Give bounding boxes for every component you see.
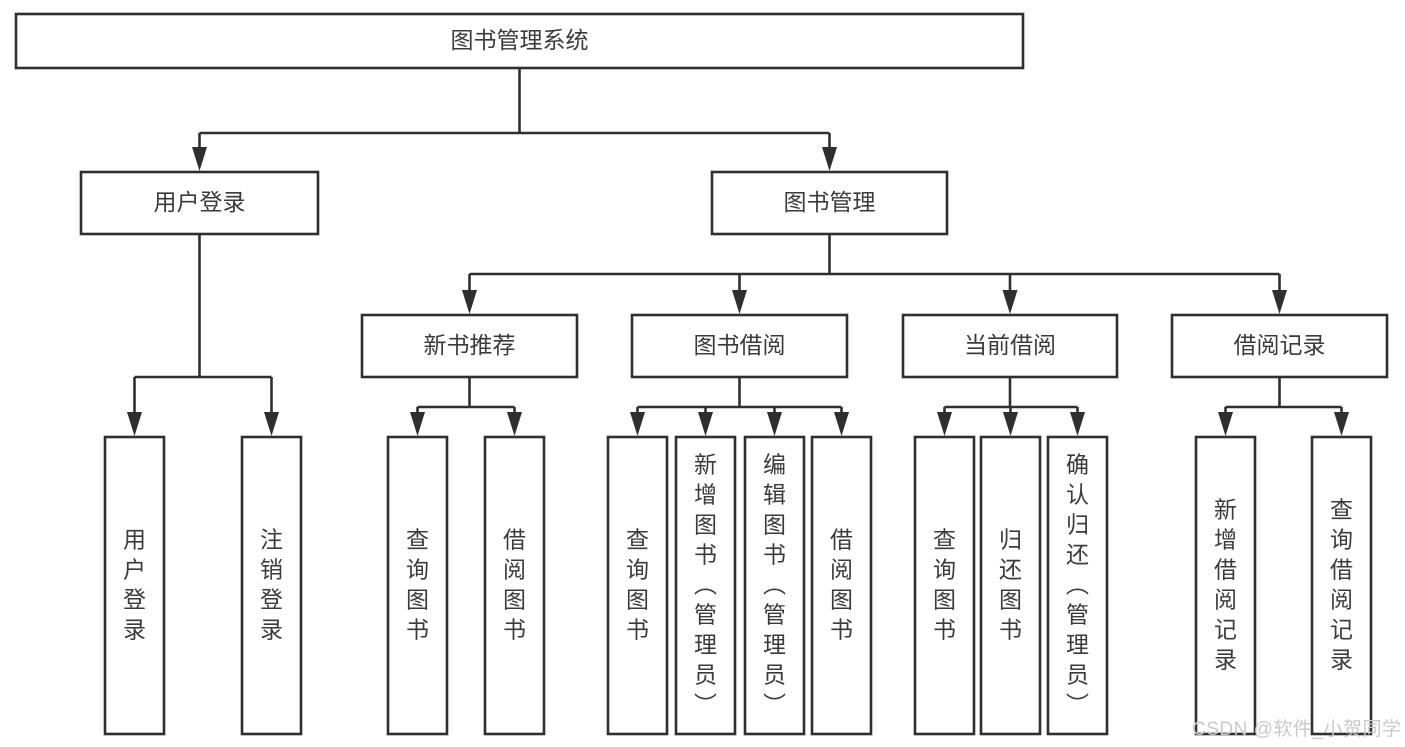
connector-group-borrow-record [1218, 377, 1349, 436]
arrow-head-icon [507, 412, 522, 436]
node-label-new-book-rec: 新书推荐 [424, 332, 516, 358]
node-label-leaf-user-login: 用户登录 [123, 527, 146, 643]
node-leaf-add-record[interactable]: 新增借阅记录 [1194, 435, 1257, 736]
node-label-leaf-query-record: 查询借阅记录 [1330, 497, 1353, 673]
node-box-leaf-return-book[interactable] [979, 435, 1042, 736]
arrow-head-icon [1003, 412, 1018, 436]
node-leaf-logout[interactable]: 注销登录 [240, 435, 303, 736]
node-label-current-borrow: 当前借阅 [964, 332, 1056, 358]
node-leaf-borrow-book-rec[interactable]: 借阅图书 [483, 435, 546, 736]
arrow-head-icon [1002, 290, 1018, 314]
arrow-head-icon [732, 290, 747, 314]
node-box-leaf-query-book-bb[interactable] [606, 435, 669, 736]
node-new-book-rec[interactable]: 新书推荐 [360, 313, 579, 379]
connector-group-user-login [127, 234, 279, 436]
node-label-leaf-add-book: 新增图书︵管理员︶ [694, 452, 717, 718]
node-label-leaf-query-book-rec: 查询图书 [406, 527, 429, 643]
node-label-leaf-logout: 注销登录 [260, 527, 283, 643]
node-box-leaf-query-book-cb[interactable] [913, 435, 976, 736]
node-box-user-login[interactable] [79, 170, 320, 236]
node-label-borrow-record: 借阅记录 [1234, 332, 1326, 358]
node-leaf-user-login[interactable]: 用户登录 [103, 435, 166, 736]
node-box-leaf-logout[interactable] [240, 435, 303, 736]
arrow-head-icon [834, 412, 849, 436]
node-label-leaf-confirm-return: 确认归还︵管理员︶ [1066, 452, 1089, 718]
arrow-head-icon [698, 412, 713, 436]
node-label-leaf-return-book: 归还图书 [999, 527, 1022, 643]
node-label-leaf-borrow-book-rec: 借阅图书 [503, 527, 526, 643]
connector-group-root [192, 68, 837, 171]
arrow-head-icon [767, 412, 782, 436]
node-leaf-query-book-bb[interactable]: 查询图书 [606, 435, 669, 736]
node-label-root: 图书管理系统 [451, 27, 589, 53]
node-label-leaf-borrow-book-bb: 借阅图书 [830, 527, 853, 643]
node-box-book-borrow[interactable] [630, 313, 849, 379]
node-box-leaf-query-book-rec[interactable] [386, 435, 449, 736]
node-leaf-query-book-cb[interactable]: 查询图书 [913, 435, 976, 736]
node-box-root[interactable] [14, 12, 1025, 70]
node-borrow-record[interactable]: 借阅记录 [1170, 313, 1389, 379]
node-layer: 图书管理系统用户登录图书管理新书推荐图书借阅当前借阅借阅记录用户登录注销登录查询… [14, 12, 1389, 736]
arrow-head-icon [1334, 412, 1349, 436]
node-box-borrow-record[interactable] [1170, 313, 1389, 379]
arrow-head-icon [462, 290, 477, 314]
node-book-manage[interactable]: 图书管理 [710, 170, 949, 236]
connector-layer [127, 68, 1349, 436]
node-leaf-return-book[interactable]: 归还图书 [979, 435, 1042, 736]
node-box-leaf-confirm-return[interactable] [1046, 435, 1109, 736]
node-leaf-add-book[interactable]: 新增图书︵管理员︶ [674, 435, 737, 736]
node-leaf-edit-book[interactable]: 编辑图书︵管理员︶ [743, 435, 806, 736]
node-book-borrow[interactable]: 图书借阅 [630, 313, 849, 379]
node-label-book-manage: 图书管理 [784, 189, 876, 215]
connector-group-new-book-rec [410, 377, 522, 436]
node-box-leaf-borrow-book-bb[interactable] [810, 435, 873, 736]
node-box-book-manage[interactable] [710, 170, 949, 236]
connector-group-current-borrow [937, 377, 1085, 436]
arrow-head-icon [127, 412, 142, 436]
arrow-head-icon [630, 412, 645, 436]
node-leaf-query-record[interactable]: 查询借阅记录 [1310, 435, 1373, 736]
node-leaf-query-book-rec[interactable]: 查询图书 [386, 435, 449, 736]
node-user-login[interactable]: 用户登录 [79, 170, 320, 236]
connector-group-book-borrow [630, 377, 849, 436]
node-current-borrow[interactable]: 当前借阅 [901, 313, 1119, 379]
node-label-leaf-query-book-bb: 查询图书 [626, 527, 649, 643]
node-root[interactable]: 图书管理系统 [14, 12, 1025, 70]
node-box-leaf-query-record[interactable] [1310, 435, 1373, 736]
arrow-head-icon [410, 412, 425, 436]
node-box-leaf-edit-book[interactable] [743, 435, 806, 736]
arrow-head-icon [822, 147, 837, 171]
connector-group-book-manage [462, 234, 1287, 314]
arrow-head-icon [1070, 412, 1085, 436]
node-leaf-confirm-return[interactable]: 确认归还︵管理员︶ [1046, 435, 1109, 736]
node-box-current-borrow[interactable] [901, 313, 1119, 379]
arrow-head-icon [1272, 290, 1287, 314]
arrow-head-icon [1218, 412, 1233, 436]
node-box-leaf-user-login[interactable] [103, 435, 166, 736]
node-box-new-book-rec[interactable] [360, 313, 579, 379]
node-box-leaf-borrow-book-rec[interactable] [483, 435, 546, 736]
node-label-leaf-edit-book: 编辑图书︵管理员︶ [763, 452, 786, 718]
arrow-head-icon [264, 412, 279, 436]
node-label-leaf-add-record: 新增借阅记录 [1214, 497, 1237, 673]
node-label-leaf-query-book-cb: 查询图书 [933, 527, 956, 643]
node-label-book-borrow: 图书借阅 [694, 332, 786, 358]
node-box-leaf-add-record[interactable] [1194, 435, 1257, 736]
node-box-leaf-add-book[interactable] [674, 435, 737, 736]
node-label-user-login: 用户登录 [154, 189, 246, 215]
arrow-head-icon [192, 147, 207, 171]
arrow-head-icon [937, 412, 952, 436]
node-leaf-borrow-book-bb[interactable]: 借阅图书 [810, 435, 873, 736]
